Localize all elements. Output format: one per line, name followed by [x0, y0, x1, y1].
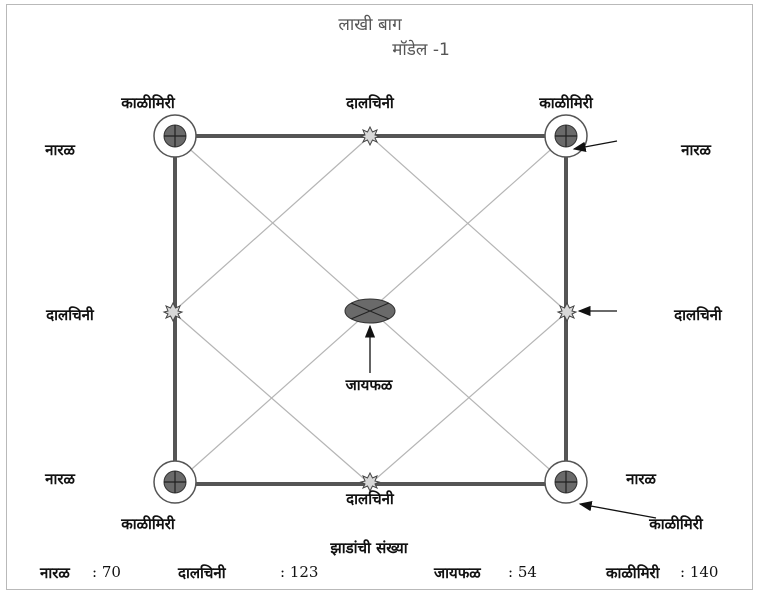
label-kalimiri-bottom-right: काळीमिरी: [649, 515, 703, 533]
count-naral-value: : 70: [92, 563, 121, 581]
dalchini-marker-bottom: [359, 471, 381, 493]
corner-tree-bottom-left: [153, 460, 197, 504]
count-kalimiri-value: : 140: [680, 563, 719, 581]
label-jayphal: जायफळ: [345, 376, 393, 394]
label-naral-bottom-left: नारळ: [45, 470, 75, 488]
count-dalchini-value: : 123: [280, 563, 319, 581]
diagram-frame: [6, 4, 753, 590]
label-kalimiri-top-left: काळीमिरी: [121, 94, 175, 112]
label-dalchini-top: दालचिनी: [346, 94, 394, 112]
count-dalchini-label: दालचिनी: [178, 564, 226, 582]
label-dalchini-left: दालचिनी: [46, 306, 94, 324]
dalchini-marker-left: [162, 301, 184, 323]
count-naral-label: नारळ: [40, 564, 70, 582]
label-dalchini-bottom: दालचिनी: [346, 490, 394, 508]
dalchini-marker-right: [556, 301, 578, 323]
label-naral-top-left: नारळ: [45, 141, 75, 159]
label-naral-bottom-right: नारळ: [626, 470, 656, 488]
counts-heading: झाडांची संख्या: [330, 539, 408, 557]
arrow-kalimiri-bottom-right: [578, 501, 657, 519]
count-jayphal-value: : 54: [508, 563, 537, 581]
diamond-line: [172, 135, 371, 313]
count-jayphal-label: जायफळ: [434, 564, 481, 582]
corner-tree-top-right: [544, 114, 588, 158]
diamond-line: [172, 311, 371, 485]
jayphal-marker: [344, 298, 396, 324]
diamond-line: [369, 311, 568, 485]
corner-tree-bottom-right: [544, 460, 588, 504]
label-kalimiri-bottom-left: काळीमिरी: [121, 515, 175, 533]
count-kalimiri-label: काळीमिरी: [606, 564, 660, 582]
diamond-line: [369, 135, 568, 313]
label-kalimiri-top-right: काळीमिरी: [539, 94, 593, 112]
arrow-naral-top-right: [572, 140, 618, 152]
label-naral-top-right: नारळ: [681, 141, 711, 159]
dalchini-marker-top: [359, 125, 381, 147]
corner-tree-top-left: [153, 114, 197, 158]
label-dalchini-right: दालचिनी: [674, 306, 722, 324]
diagram-title: लाखी बाग: [338, 15, 402, 35]
diagram-subtitle: मॉडेल -1: [392, 40, 450, 60]
